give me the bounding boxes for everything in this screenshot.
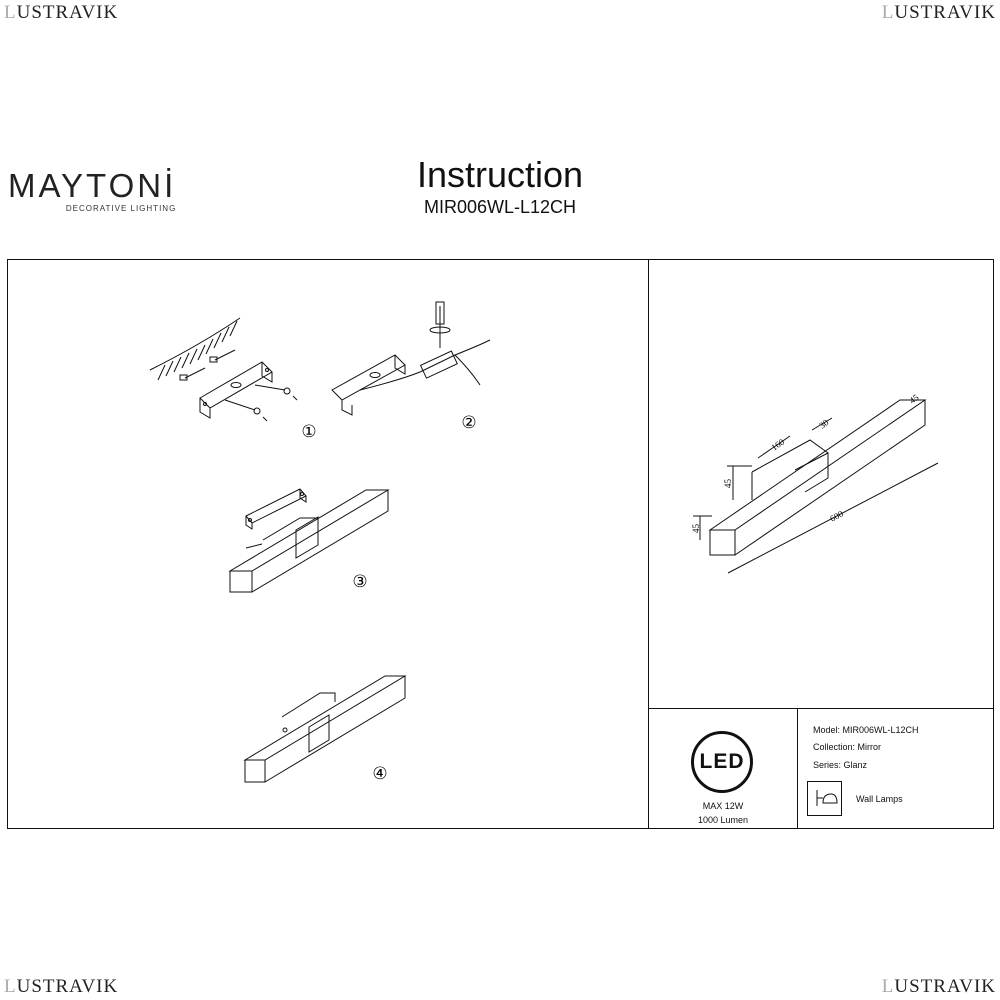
dim-thickness: 45	[691, 524, 701, 534]
watermark-bottom-left: LUSTRAVIK	[4, 976, 119, 997]
spec-power: MAX 12W	[702, 801, 744, 811]
brand-tagline: DECORATIVE LIGHTING	[65, 204, 177, 213]
watermark-top-left: LUSTRAVIK	[4, 2, 119, 23]
mounting-bracket-step1	[179, 349, 298, 422]
led-icon: LED	[691, 731, 753, 793]
wall-hatching	[149, 317, 241, 381]
step-number-4: ④	[372, 764, 387, 783]
info-collection: Collection: Mirror	[813, 742, 882, 752]
lamp-step4	[243, 675, 407, 783]
info-model: Model: MIR006WL-L12CH	[813, 725, 919, 735]
dim-height: 45	[723, 479, 733, 489]
watermark-top-right: LUSTRAVIK	[881, 2, 996, 23]
spec-divider	[797, 708, 798, 829]
wiring-step2	[331, 301, 491, 416]
step-number-3: ③	[352, 572, 367, 591]
dim-depth: 30	[817, 417, 831, 431]
step-number-2: ②	[461, 413, 476, 432]
wall-lamp-icon-box	[807, 781, 842, 816]
frame-divider-vertical	[648, 259, 649, 829]
watermark-bottom-right: LUSTRAVIK	[881, 976, 996, 997]
info-series: Series: Glanz	[813, 760, 868, 770]
dim-length: 600	[828, 508, 845, 523]
brand-logo: MAYTONİ DECORATIVE LIGHTING	[8, 167, 177, 214]
bracket-step3	[245, 488, 307, 549]
spec-lumen: 1000 Lumen	[697, 815, 749, 825]
info-type: Wall Lamps	[856, 794, 903, 804]
dim-bracket: 160	[769, 436, 786, 452]
step-number-1: ①	[301, 422, 316, 441]
brand-name: MAYTONİ	[8, 167, 177, 204]
model-number: MIR006WL-L12CH	[423, 197, 577, 217]
frame-divider-horizontal	[648, 708, 994, 709]
lamp-step3	[228, 489, 390, 593]
dimension-drawing	[693, 399, 939, 574]
instruction-frame	[7, 259, 994, 829]
page-title: Instruction	[416, 154, 584, 195]
wall-lamp-icon	[816, 790, 838, 806]
